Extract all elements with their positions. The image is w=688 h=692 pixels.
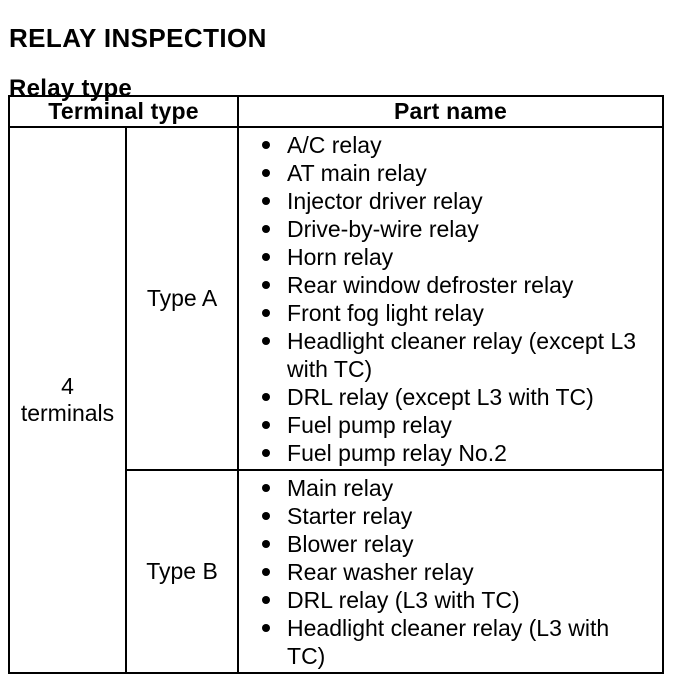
bullet-icon	[262, 512, 271, 520]
list-item: A/C relay	[239, 131, 662, 159]
terminal-count-label: 4 terminals	[20, 373, 115, 426]
part-name-text: Rear window defroster relay	[287, 272, 574, 298]
part-name-text: Headlight cleaner relay (L3 with TC)	[287, 615, 610, 669]
bullet-icon	[262, 484, 271, 492]
type-b-cell: Type B	[124, 469, 240, 674]
type-a-parts-cell: A/C relay AT main relay Injector driver …	[237, 126, 664, 471]
list-item: AT main relay	[239, 159, 662, 187]
list-item: Rear washer relay	[239, 558, 662, 586]
bullet-icon	[262, 225, 271, 233]
part-name-text: DRL relay (except L3 with TC)	[287, 384, 594, 410]
table-header-row: Terminal type Part name	[7, 95, 664, 128]
list-item: Injector driver relay	[239, 187, 662, 215]
list-item: Front fog light relay	[239, 299, 662, 327]
table-row-type-a: 4 terminals Type A A/C relay AT main rel…	[8, 126, 664, 674]
list-item: Main relay	[239, 474, 662, 502]
part-name-text: Blower relay	[287, 531, 414, 557]
bullet-icon	[262, 169, 271, 177]
part-name-text: Starter relay	[287, 503, 413, 529]
part-name-text: Fuel pump relay No.2	[287, 440, 507, 466]
bullet-icon	[262, 281, 271, 289]
part-name-text: Drive-by-wire relay	[287, 216, 479, 242]
bullet-icon	[262, 141, 271, 149]
terminal-count-cell: 4 terminals	[8, 126, 127, 674]
type-b-parts-cell: Main relay Starter relay Blower relay Re…	[237, 469, 664, 674]
part-name-text: Injector driver relay	[287, 188, 483, 214]
bullet-icon	[262, 197, 271, 205]
bullet-icon	[262, 253, 271, 261]
type-a-cell: Type A	[124, 126, 240, 471]
relay-type-table: Terminal type Part name 4 terminals Type…	[7, 95, 664, 674]
bullet-icon	[262, 421, 271, 429]
bullet-icon	[262, 624, 271, 632]
part-name-text: AT main relay	[287, 160, 427, 186]
list-item: Starter relay	[239, 502, 662, 530]
list-item: Headlight cleaner relay (except L3 with …	[239, 327, 662, 383]
list-item: Drive-by-wire relay	[239, 215, 662, 243]
list-item: DRL relay (except L3 with TC)	[239, 383, 662, 411]
bullet-icon	[262, 540, 271, 548]
part-name-text: Fuel pump relay	[287, 412, 452, 438]
bullet-icon	[262, 337, 271, 345]
part-name-text: A/C relay	[287, 132, 382, 158]
bullet-icon	[262, 596, 271, 604]
list-item: Fuel pump relay	[239, 411, 662, 439]
list-item: Fuel pump relay No.2	[239, 439, 662, 467]
type-b-parts-list: Main relay Starter relay Blower relay Re…	[239, 474, 662, 670]
type-a-parts-list: A/C relay AT main relay Injector driver …	[239, 131, 662, 467]
type-b-label: Type B	[146, 558, 218, 584]
list-item: Horn relay	[239, 243, 662, 271]
list-item: Headlight cleaner relay (L3 with TC)	[239, 614, 662, 670]
part-name-text: Front fog light relay	[287, 300, 484, 326]
bullet-icon	[262, 393, 271, 401]
list-item: DRL relay (L3 with TC)	[239, 586, 662, 614]
type-a-label: Type A	[146, 285, 218, 311]
part-name-text: Main relay	[287, 475, 394, 501]
part-name-text: Headlight cleaner relay (except L3 with …	[287, 328, 637, 382]
bullet-icon	[262, 309, 271, 317]
part-name-header: Part name	[237, 95, 664, 128]
table-row-type-b: Type B Main relay Starter relay Blower r…	[9, 469, 664, 674]
list-item: Rear window defroster relay	[239, 271, 662, 299]
part-name-text: DRL relay (L3 with TC)	[287, 587, 520, 613]
list-item: Blower relay	[239, 530, 662, 558]
terminal-type-header: Terminal type	[7, 95, 240, 128]
bullet-icon	[262, 449, 271, 457]
bullet-icon	[262, 568, 271, 576]
part-name-text: Rear washer relay	[287, 559, 474, 585]
page-title: RELAY INSPECTION	[9, 23, 267, 54]
part-name-text: Horn relay	[287, 244, 394, 270]
